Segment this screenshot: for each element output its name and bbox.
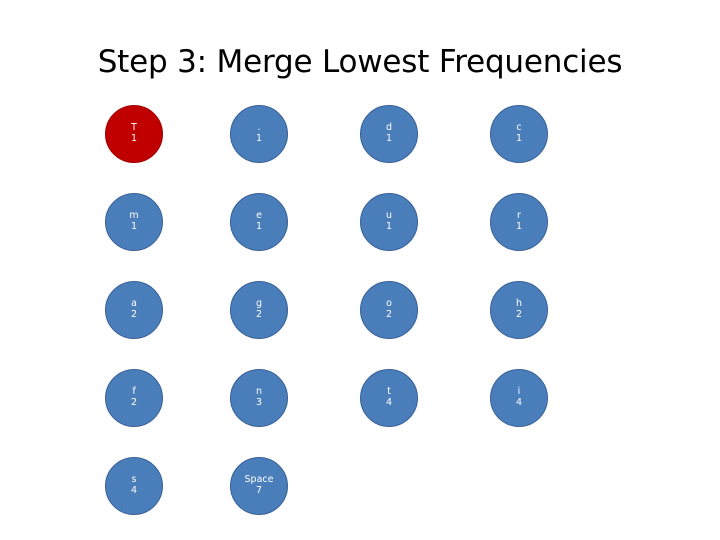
node-symbol: n [255, 386, 263, 398]
node-symbol: g [255, 298, 263, 310]
node-frequency: 1 [255, 133, 263, 144]
node-symbol: u [385, 210, 393, 222]
tree-node[interactable]: .1 [230, 105, 288, 163]
node-frequency: 2 [130, 397, 138, 408]
node-symbol: m [129, 210, 139, 222]
node-frequency: 7 [255, 485, 263, 496]
node-symbol: . [257, 122, 261, 134]
node-symbol: r [517, 210, 521, 222]
node-frequency: 1 [515, 133, 523, 144]
node-frequency: 3 [255, 397, 263, 408]
node-frequency: 2 [255, 309, 263, 320]
node-frequency: 4 [130, 485, 138, 496]
node-symbol: c [516, 122, 522, 134]
node-frequency: 1 [130, 221, 138, 232]
node-frequency: 1 [130, 133, 138, 144]
node-frequency: 2 [385, 309, 393, 320]
node-symbol: d [385, 122, 393, 134]
node-symbol: h [515, 298, 523, 310]
node-frequency: 2 [130, 309, 138, 320]
node-symbol: T [131, 122, 137, 134]
node-symbol: i [517, 386, 521, 398]
node-frequency: 1 [515, 221, 523, 232]
node-frequency: 4 [385, 397, 393, 408]
node-symbol: a [131, 298, 137, 310]
node-frequency: 1 [385, 221, 393, 232]
node-frequency: 1 [255, 221, 263, 232]
node-symbol: e [256, 210, 262, 222]
node-frequency: 4 [515, 397, 523, 408]
node-symbol: s [131, 474, 137, 486]
node-symbol: Space [244, 474, 274, 486]
node-symbol: o [386, 298, 392, 310]
node-symbol: t [387, 386, 391, 398]
page-title: Step 3: Merge Lowest Frequencies [97, 44, 623, 80]
node-frequency: 2 [515, 309, 523, 320]
node-frequency: 1 [385, 133, 393, 144]
node-symbol: f [132, 386, 136, 398]
